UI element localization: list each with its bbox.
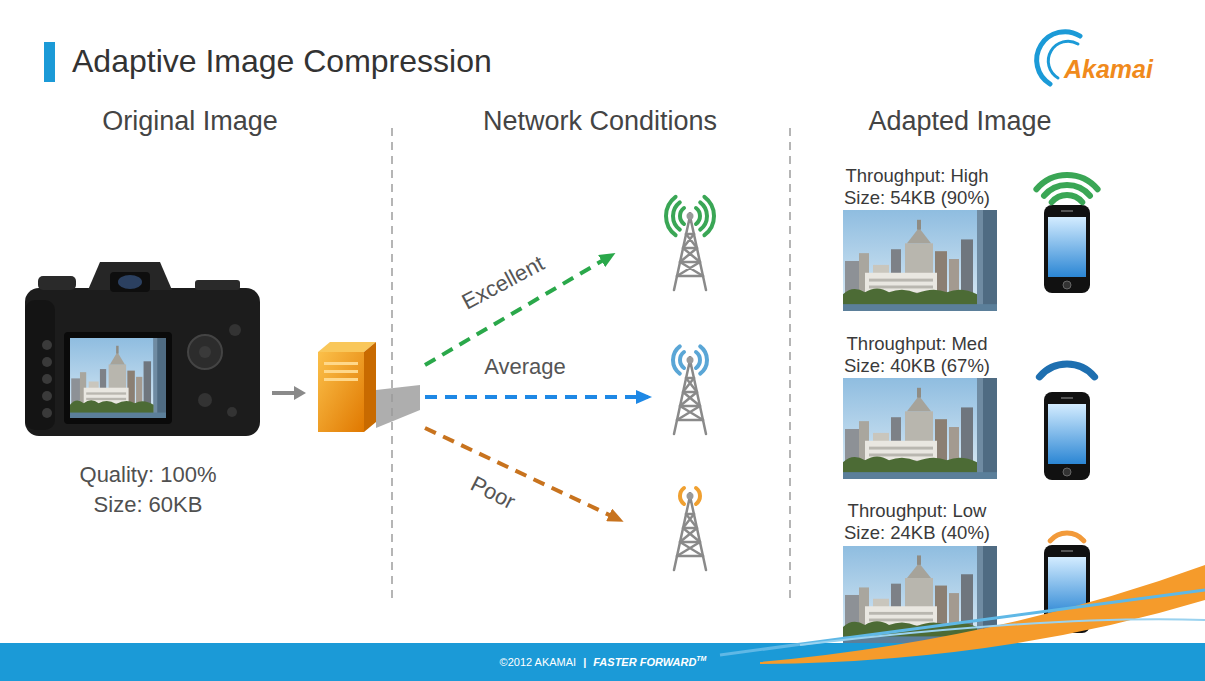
column-header: Adapted Image xyxy=(868,106,1051,137)
image-stat: Quality: 100% xyxy=(80,462,217,487)
cell-tower-part-part xyxy=(666,197,676,235)
footer-bar-part xyxy=(0,643,1205,681)
adapted-photo-part xyxy=(843,378,997,479)
camera-illustration-part xyxy=(88,262,172,290)
camera-illustration-part xyxy=(42,374,52,384)
cell-tower-part-part xyxy=(680,208,684,224)
camera-illustration-part xyxy=(229,324,241,336)
camera-illustration-part xyxy=(227,407,237,417)
signal-strength-part xyxy=(1044,185,1090,196)
size-label: Size: 40KB (67%) xyxy=(844,355,990,376)
adapted-photo xyxy=(843,210,997,643)
adapted-photo-part xyxy=(843,210,997,311)
cell-tower-part xyxy=(674,212,706,290)
camera-illustration-part xyxy=(188,335,222,369)
cell-tower-part-part xyxy=(700,202,707,229)
camera-illustration-part xyxy=(25,300,55,430)
arrow-label: Average xyxy=(484,354,566,379)
throughput-label: Throughput: High xyxy=(846,165,989,186)
camera-illustration-part xyxy=(42,340,52,350)
signal-strength-part xyxy=(1052,195,1083,202)
camera-illustration-part xyxy=(110,272,150,292)
phone-icon xyxy=(1044,205,1090,633)
camera-illustration-part xyxy=(42,408,52,418)
signal-strength-part xyxy=(1036,175,1097,189)
trademark: TM xyxy=(696,655,706,662)
cell-tower-part xyxy=(666,197,714,235)
size-label: Size: 24KB (40%) xyxy=(844,522,990,543)
input-arrow-part xyxy=(294,386,306,400)
network-arrow-part xyxy=(425,428,620,520)
server-icon-part xyxy=(318,352,364,432)
camera-illustration-part xyxy=(42,357,52,367)
footer-bar-part xyxy=(800,619,1205,645)
footer-text: ©2012 AKAMAI | FASTER FORWARDTM xyxy=(500,655,707,669)
input-arrow xyxy=(272,386,306,400)
cell-tower xyxy=(666,197,714,570)
slide-title: Adaptive Image Compression xyxy=(72,43,492,80)
column-header: Original Image xyxy=(102,106,278,137)
footer-bar xyxy=(0,565,1205,681)
cell-tower-part-part xyxy=(680,488,684,504)
size-label: Size: 54KB (90%) xyxy=(844,187,990,208)
camera-illustration-part xyxy=(199,346,211,358)
cell-tower-part-part xyxy=(696,488,700,504)
camera-illustration-part xyxy=(70,338,166,418)
phone-icon-part xyxy=(1044,205,1090,293)
phone-icon-part xyxy=(1044,392,1090,480)
camera-illustration-part xyxy=(38,276,76,290)
cell-tower-part xyxy=(674,492,706,570)
cell-tower-part-part xyxy=(696,208,700,224)
footer-bar-part xyxy=(760,565,1205,664)
image-stat: Size: 60KB xyxy=(94,492,203,517)
column-divider-part xyxy=(789,128,791,600)
cell-tower-part xyxy=(680,488,700,504)
camera-illustration-part xyxy=(42,391,52,401)
footer-bar-part xyxy=(720,590,1205,655)
camera-illustration-part xyxy=(25,288,260,436)
camera-illustration-part xyxy=(64,332,172,424)
camera-illustration-part xyxy=(198,393,212,407)
server-icon-part xyxy=(364,342,376,432)
server-icon xyxy=(318,342,420,432)
throughput-label: Throughput: Med xyxy=(847,333,988,354)
signal-strength-part xyxy=(1050,533,1084,541)
throughput-label: Throughput: Low xyxy=(848,500,987,521)
server-icon-part xyxy=(376,385,420,428)
camera-illustration-part xyxy=(118,275,142,289)
cell-tower-part xyxy=(674,356,706,434)
column-header: Network Conditions xyxy=(483,106,717,137)
cell-tower-part-part xyxy=(673,202,680,229)
signal-strength xyxy=(1036,175,1097,541)
network-arrow-part xyxy=(425,395,648,399)
server-icon-part xyxy=(324,370,358,373)
title-marker xyxy=(44,42,55,82)
arrow-label: Poor xyxy=(467,471,520,515)
column-divider xyxy=(392,128,790,600)
arrow-label: Excellent xyxy=(458,251,549,315)
cell-tower-part-part xyxy=(680,352,684,368)
server-icon-part xyxy=(324,378,358,381)
camera-illustration xyxy=(25,262,260,436)
signal-strength-part xyxy=(1039,364,1094,377)
logo-text: Akamai xyxy=(1064,55,1153,84)
input-arrow-part xyxy=(272,391,296,395)
footer-slogan: FASTER FORWARD xyxy=(593,656,696,668)
cell-tower-part xyxy=(673,346,707,373)
cell-tower-part-part xyxy=(673,346,680,373)
camera-illustration-part xyxy=(195,280,240,290)
cell-tower-part-part xyxy=(700,346,707,373)
footer-separator: | xyxy=(583,656,586,668)
cell-tower-part-part xyxy=(696,352,700,368)
server-icon-part xyxy=(324,362,358,365)
title-marker-part xyxy=(44,42,55,82)
copyright: ©2012 AKAMAI xyxy=(500,656,577,668)
cell-tower-part-part xyxy=(704,197,714,235)
column-divider-part xyxy=(391,128,393,600)
